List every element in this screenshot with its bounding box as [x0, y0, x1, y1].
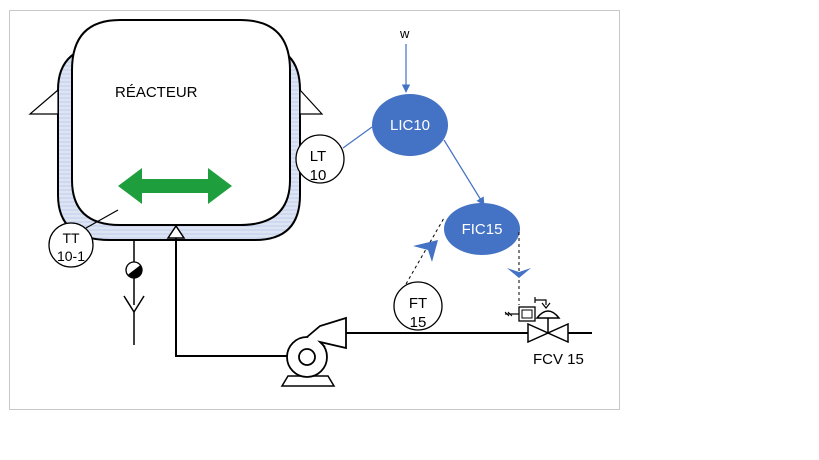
drain-valve: [123, 240, 145, 345]
lt-tag: LT: [310, 148, 326, 165]
reactor-vessel: [71, 19, 291, 226]
valve-signal-arrowhead: [507, 268, 531, 278]
jacket-right-fin: [299, 88, 324, 115]
tt-number: 10-1: [57, 248, 85, 264]
jacket-left-fin: [28, 88, 59, 115]
tt-tag: TT: [62, 230, 80, 246]
lic-label: LIC10: [390, 117, 430, 134]
pump: [280, 316, 347, 387]
ft-number: 15: [410, 314, 427, 331]
tt-connection: [85, 209, 119, 229]
ft-signal-arrowhead: [413, 240, 438, 262]
diagram-frame: [9, 10, 620, 410]
lt-number: 10: [310, 167, 327, 184]
fic-label: FIC15: [462, 221, 503, 238]
lic-to-fic-signal: [443, 139, 485, 206]
fic-controller: [444, 203, 520, 255]
lt-to-lic-signal: [342, 126, 373, 149]
ft-to-fic-signal: [405, 217, 445, 285]
ft-bubble: [393, 281, 443, 331]
reactor-label: RÉACTEUR: [115, 84, 198, 101]
agitator-arrow: [118, 168, 232, 204]
inlet-pipe: [175, 238, 290, 357]
tt-bubble: [48, 222, 94, 268]
ft-tag: FT: [409, 295, 427, 312]
lt-bubble: [295, 134, 345, 184]
lic-controller: [372, 94, 448, 156]
valve-label: FCV 15: [533, 351, 584, 368]
control-valve: [504, 297, 569, 344]
setpoint-label: w: [399, 26, 410, 41]
